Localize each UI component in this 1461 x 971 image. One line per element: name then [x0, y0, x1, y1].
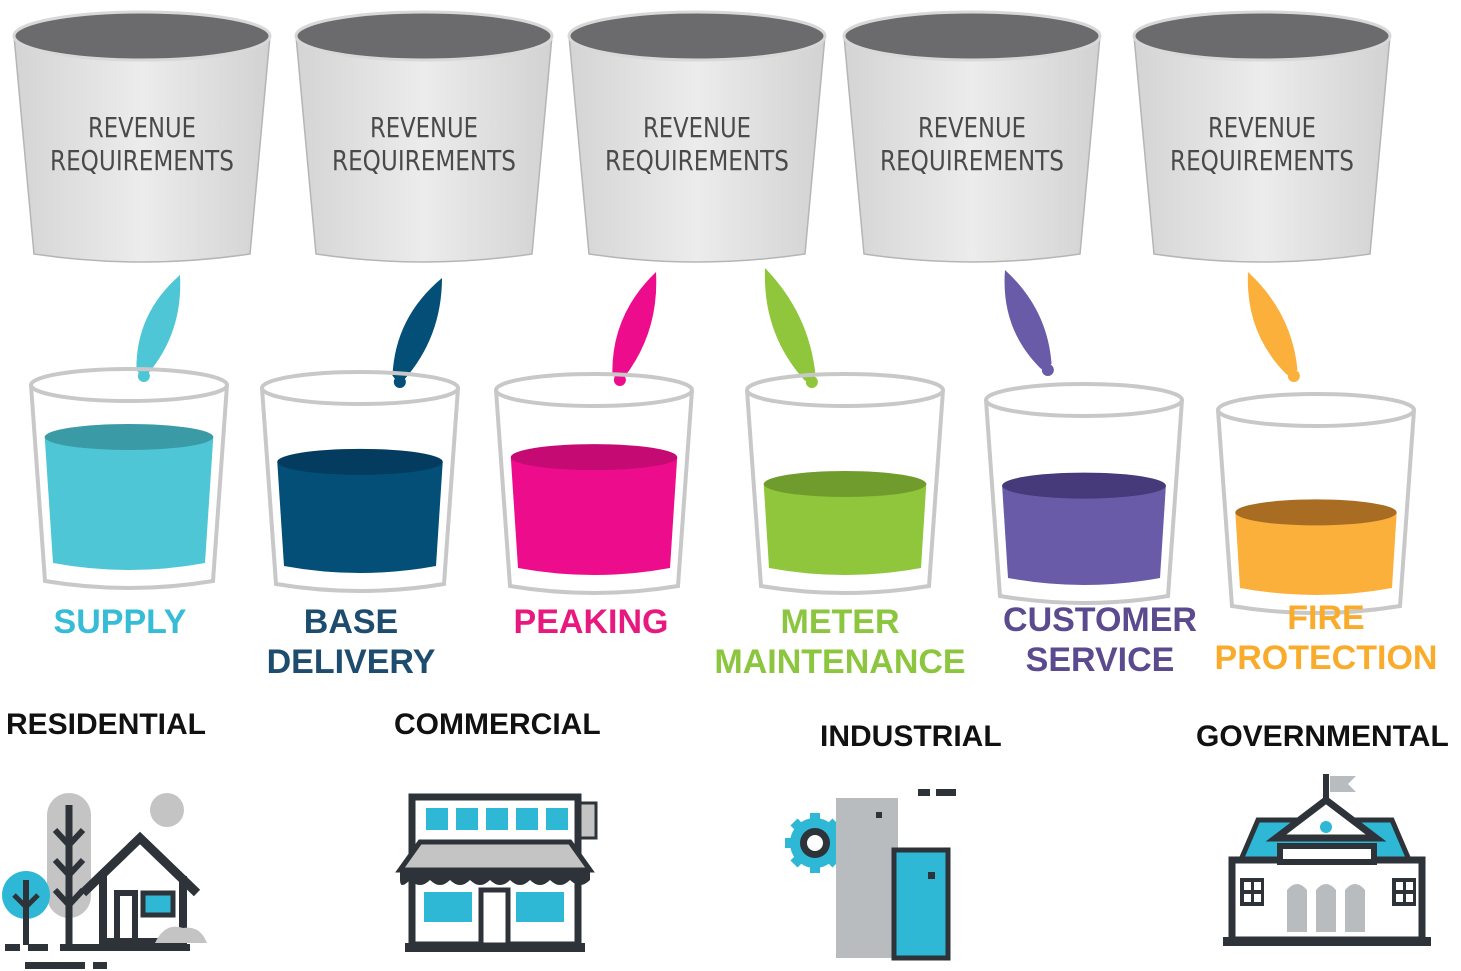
liquid-surface: [44, 424, 214, 450]
pour-stream: [764, 268, 816, 382]
pour-drop: [393, 376, 406, 388]
customer-label-industrial: INDUSTRIAL: [820, 720, 1002, 753]
pour-stream: [1004, 270, 1052, 370]
drum-label-line: REQUIREMENTS: [50, 144, 234, 177]
liquid: [763, 484, 927, 575]
storefront-icon: [395, 793, 598, 952]
drum-label-line: REQUIREMENTS: [880, 144, 1064, 177]
liquid: [1002, 485, 1166, 585]
category-label-peaking: PEAKING: [513, 603, 669, 641]
cost-bucket: [260, 370, 460, 593]
drum-label-line: REQUIREMENTS: [605, 144, 789, 177]
liquid: [1235, 512, 1397, 595]
drum-label-line: REVENUE: [88, 111, 196, 144]
cost-bucket: [984, 382, 1184, 605]
drum-label-line: REVENUE: [370, 111, 478, 144]
government-building-icon: [1223, 774, 1431, 946]
cost-bucket: [494, 372, 694, 595]
drum-label-line: REVENUE: [918, 111, 1026, 144]
drum-label-line: REQUIREMENTS: [1170, 144, 1354, 177]
pour-drop: [613, 374, 626, 386]
pour-stream: [136, 275, 181, 376]
liquid: [510, 457, 678, 575]
drum-label-line: REVENUE: [1208, 111, 1316, 144]
liquid-surface: [1235, 499, 1397, 526]
cost-bucket: [29, 367, 229, 590]
cost-bucket: [1216, 392, 1416, 615]
pour-drop: [1287, 370, 1300, 382]
factory-icon: [785, 789, 956, 961]
liquid-surface: [277, 448, 443, 475]
customer-label-governmental: GOVERNMENTAL: [1196, 720, 1449, 753]
liquid: [44, 437, 214, 570]
pour-stream: [392, 278, 442, 382]
liquid-surface: [763, 471, 927, 497]
customer-label-residential: RESIDENTIAL: [6, 708, 207, 741]
drum-label-line: REQUIREMENTS: [332, 144, 516, 177]
liquid: [277, 461, 443, 573]
customer-label-commercial: COMMERCIAL: [394, 708, 601, 741]
category-label-supply: SUPPLY: [53, 603, 187, 641]
pour-drop: [805, 376, 818, 388]
pour-drop: [137, 370, 150, 382]
liquid-surface: [1002, 472, 1166, 499]
pour-stream: [1247, 272, 1298, 376]
house-icon: [2, 793, 207, 969]
pour-stream: [612, 272, 657, 380]
pour-drop: [1041, 364, 1054, 376]
drum-label-line: REVENUE: [643, 111, 751, 144]
liquid-surface: [510, 444, 678, 471]
cost-bucket: [745, 372, 945, 595]
